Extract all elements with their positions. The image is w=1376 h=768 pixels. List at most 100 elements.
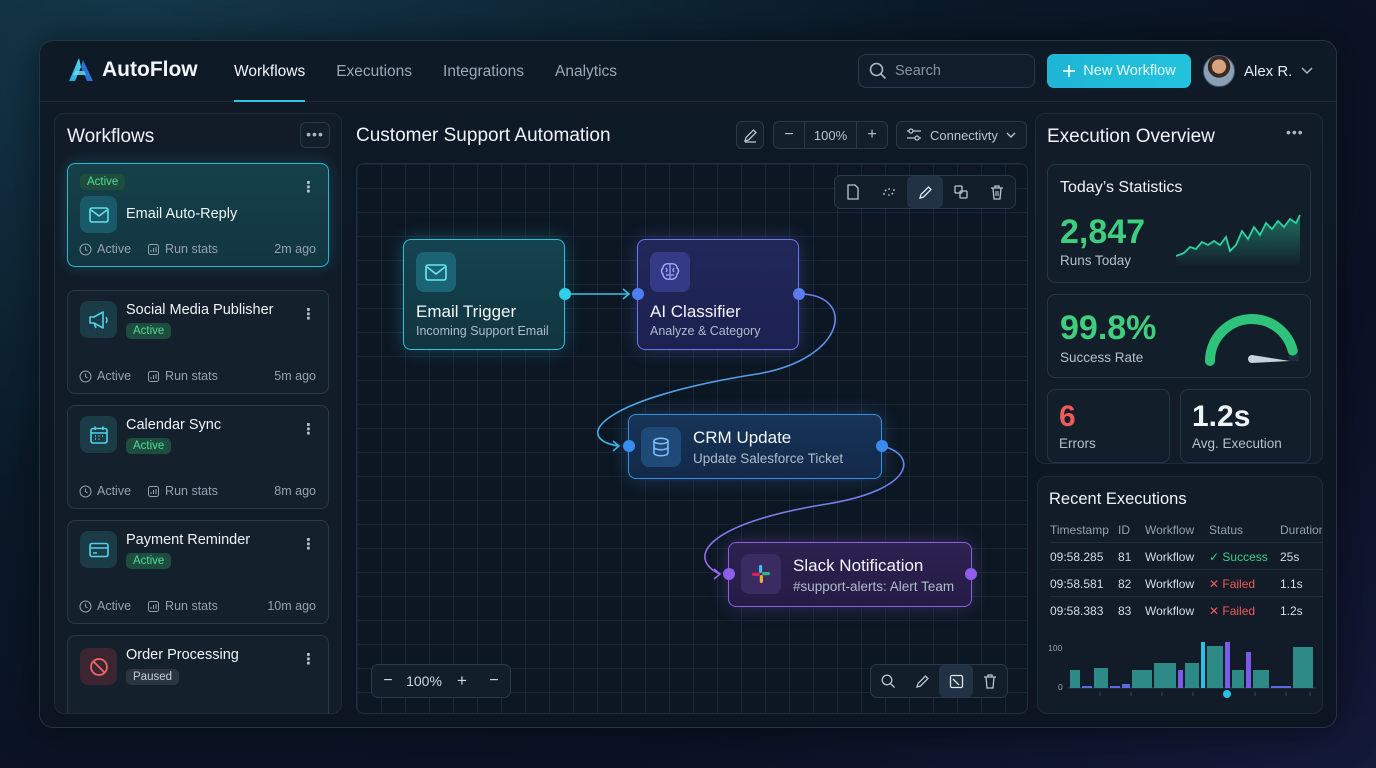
zoom-in-button[interactable]: + — [457, 671, 467, 690]
stats-icon — [148, 485, 160, 497]
block-icon — [80, 648, 117, 685]
last-run-time: 8m ago — [274, 484, 316, 498]
tab-executions[interactable]: Executions — [336, 63, 413, 80]
zoom-out-button[interactable]: − — [489, 672, 499, 689]
new-workflow-label: New Workflow — [1083, 63, 1176, 79]
workflow-card-payment-reminder[interactable]: ⋮ Payment Reminder Active Active Run sta… — [67, 520, 329, 624]
table-row[interactable]: 09:58.285 81 Workflow ✓ Success 25s — [1050, 543, 1322, 570]
table-row[interactable]: 09:58.383 83 Workflow ✕ Failed 1.2s — [1050, 597, 1322, 624]
search-icon[interactable] — [871, 665, 905, 697]
errors-card: 6 Errors — [1047, 389, 1170, 463]
zoom-level: 100% — [813, 127, 848, 143]
workflow-name: Email Auto-Reply — [126, 206, 238, 222]
calendar-icon — [80, 416, 117, 453]
duplicate-icon[interactable] — [943, 176, 979, 208]
cell-status: ✕ Failed — [1209, 577, 1255, 591]
y-label-top: 100 — [1048, 643, 1062, 653]
recent-executions-panel: Recent Executions Timestamp ID Workflow … — [1037, 476, 1323, 714]
connector-classifier-crm — [597, 293, 836, 447]
cell-duration: 1.1s — [1280, 577, 1303, 591]
autoflow-logo-icon — [69, 58, 93, 81]
logo[interactable]: AutoFlow — [66, 57, 198, 83]
output-port[interactable] — [965, 568, 977, 580]
workflow-name: Payment Reminder — [126, 532, 251, 548]
card-menu-button[interactable]: ⋮ — [301, 651, 316, 668]
pencil-icon[interactable] — [905, 665, 939, 697]
workflow-footer: Active Run stats 2m ago — [79, 242, 316, 256]
workflow-canvas[interactable]: Email Trigger Incoming Support Email AI … — [356, 163, 1028, 714]
stats-icon — [148, 370, 160, 382]
trash-icon[interactable] — [973, 665, 1007, 697]
run-stats-link[interactable]: Run stats — [165, 599, 218, 613]
node-ai-classifier[interactable]: AI Classifier Analyze & Category — [637, 239, 799, 350]
run-stats-link[interactable]: Run stats — [165, 369, 218, 383]
status-badge: Active — [126, 438, 172, 454]
card-menu-button[interactable]: ⋮ — [301, 536, 316, 553]
clock-icon — [79, 600, 92, 612]
card-menu-button[interactable]: ⋮ — [301, 306, 316, 323]
run-stats-link[interactable]: Run stats — [165, 484, 218, 498]
search-icon — [869, 62, 887, 80]
timeline-marker[interactable] — [1223, 690, 1231, 698]
input-port[interactable] — [623, 440, 635, 452]
executions-bar-chart: 100 0 — [1048, 642, 1316, 698]
search-box[interactable] — [858, 54, 1035, 88]
app-window: AutoFlow Workflows Executions Integratio… — [39, 40, 1337, 728]
pencil-icon[interactable] — [907, 176, 943, 208]
workflow-name: Social Media Publisher — [126, 302, 274, 318]
workflow-card-email-auto-reply[interactable]: Active ⋮ Email Auto-Reply Active Run sta… — [67, 163, 329, 267]
execution-overview-title: Execution Overview — [1047, 126, 1215, 147]
run-stats-link[interactable]: Run stats — [165, 242, 218, 256]
user-menu[interactable]: Alex R. — [1203, 55, 1313, 87]
workflow-card-social-media-publisher[interactable]: ⋮ Social Media Publisher Active Active R… — [67, 290, 329, 394]
overview-more-button[interactable]: ••• — [1286, 124, 1304, 140]
card-menu-button[interactable]: ⋮ — [301, 421, 316, 438]
output-port[interactable] — [793, 288, 805, 300]
cell-id: 83 — [1118, 604, 1132, 618]
frame-icon[interactable] — [939, 665, 973, 697]
tab-integrations[interactable]: Integrations — [443, 63, 525, 80]
new-workflow-button[interactable]: New Workflow — [1047, 54, 1191, 88]
clock-icon — [79, 370, 92, 382]
database-icon — [641, 427, 681, 467]
input-port[interactable] — [723, 568, 735, 580]
output-port[interactable] — [876, 440, 888, 452]
edit-title-button[interactable] — [736, 121, 764, 149]
trash-icon[interactable] — [979, 176, 1015, 208]
node-title: Email Trigger — [416, 302, 517, 321]
check-icon: ✓ — [1209, 550, 1223, 564]
node-crm-update[interactable]: CRM Update Update Salesforce Ticket — [628, 414, 882, 479]
workflow-card-order-processing[interactable]: ⋮ Order Processing Paused — [67, 635, 329, 713]
app-name: AutoFlow — [102, 58, 198, 81]
table-row[interactable]: 09:58.581 82 Workflow ✕ Failed 1.1s — [1050, 570, 1322, 597]
tab-workflows[interactable]: Workflows — [234, 41, 306, 102]
x-ticks — [1099, 692, 1311, 696]
search-input[interactable] — [895, 63, 1025, 79]
zoom-out-button[interactable]: − — [383, 672, 393, 689]
workflows-more-button[interactable]: ••• — [300, 122, 330, 148]
last-run-time: 5m ago — [274, 369, 316, 383]
cell-duration: 25s — [1280, 550, 1300, 564]
node-slack-notification[interactable]: Slack Notification #support-alerts: Aler… — [728, 542, 972, 607]
cell-timestamp: 09:58.383 — [1050, 604, 1104, 618]
sliders-icon — [907, 128, 921, 141]
node-email-trigger[interactable]: Email Trigger Incoming Support Email — [403, 239, 565, 350]
node-subtitle: Incoming Support Email — [416, 324, 549, 338]
workflow-card-calendar-sync[interactable]: ⋮ Calendar Sync Active Active Run stats … — [67, 405, 329, 509]
cell-workflow: Workflow — [1145, 577, 1195, 591]
tab-analytics[interactable]: Analytics — [555, 63, 618, 80]
workflows-panel: Workflows ••• Active ⋮ Email Auto-Reply … — [54, 113, 342, 714]
brain-icon — [650, 252, 690, 292]
zoom-out-button[interactable]: − — [774, 122, 805, 148]
connectivity-dropdown[interactable]: Connectivty — [896, 121, 1027, 149]
input-port[interactable] — [632, 288, 644, 300]
runs-today-label: Runs Today — [1060, 253, 1132, 268]
zoom-in-button[interactable]: + — [856, 122, 887, 148]
avatar — [1203, 55, 1235, 87]
output-port[interactable] — [559, 288, 571, 300]
card-menu-button[interactable]: ⋮ — [301, 179, 316, 196]
connect-icon[interactable] — [871, 176, 907, 208]
column-header: ID — [1118, 523, 1130, 537]
file-icon[interactable] — [835, 176, 871, 208]
status-text: Failed — [1222, 577, 1256, 591]
